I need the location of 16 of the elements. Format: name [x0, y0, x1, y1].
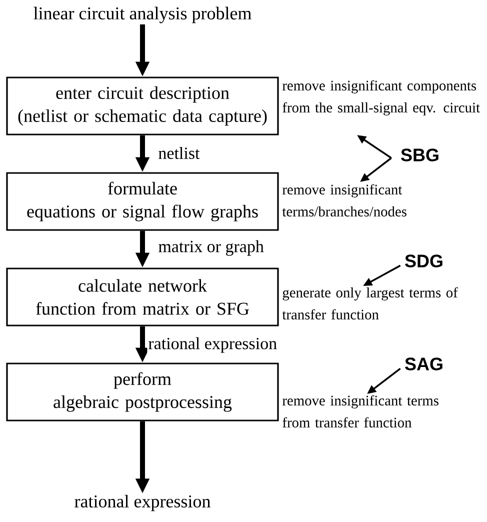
note-text: generate only largest terms of transfer function — [282, 287, 458, 320]
terminal-text: linear circuit analysis problem — [34, 6, 252, 24]
method-label: SBG — [401, 148, 438, 162]
note-text: remove insignificant terms/branches/nodes — [282, 184, 406, 216]
process-box: perform algebraic postprocessing — [6, 362, 279, 422]
process-box: calculate network function from matrix or SFG — [6, 268, 279, 326]
method-label: SAG — [405, 358, 442, 370]
note-text: remove insignificant terms from transfer function — [282, 395, 438, 428]
process-box: enter circuit description (netlist or schematic data capture) — [6, 76, 279, 136]
edge-label: rational expression — [147, 336, 278, 354]
terminal-text: rational expression — [74, 494, 210, 512]
note-text: remove insignificant components from the small-signal eqv. circuit — [282, 80, 480, 116]
process-box: formulate equations or signal flow graphs — [6, 172, 279, 231]
edge-label: netlist — [157, 146, 201, 160]
method-label: SDG — [405, 254, 442, 268]
edge-label: matrix or graph — [157, 239, 265, 257]
